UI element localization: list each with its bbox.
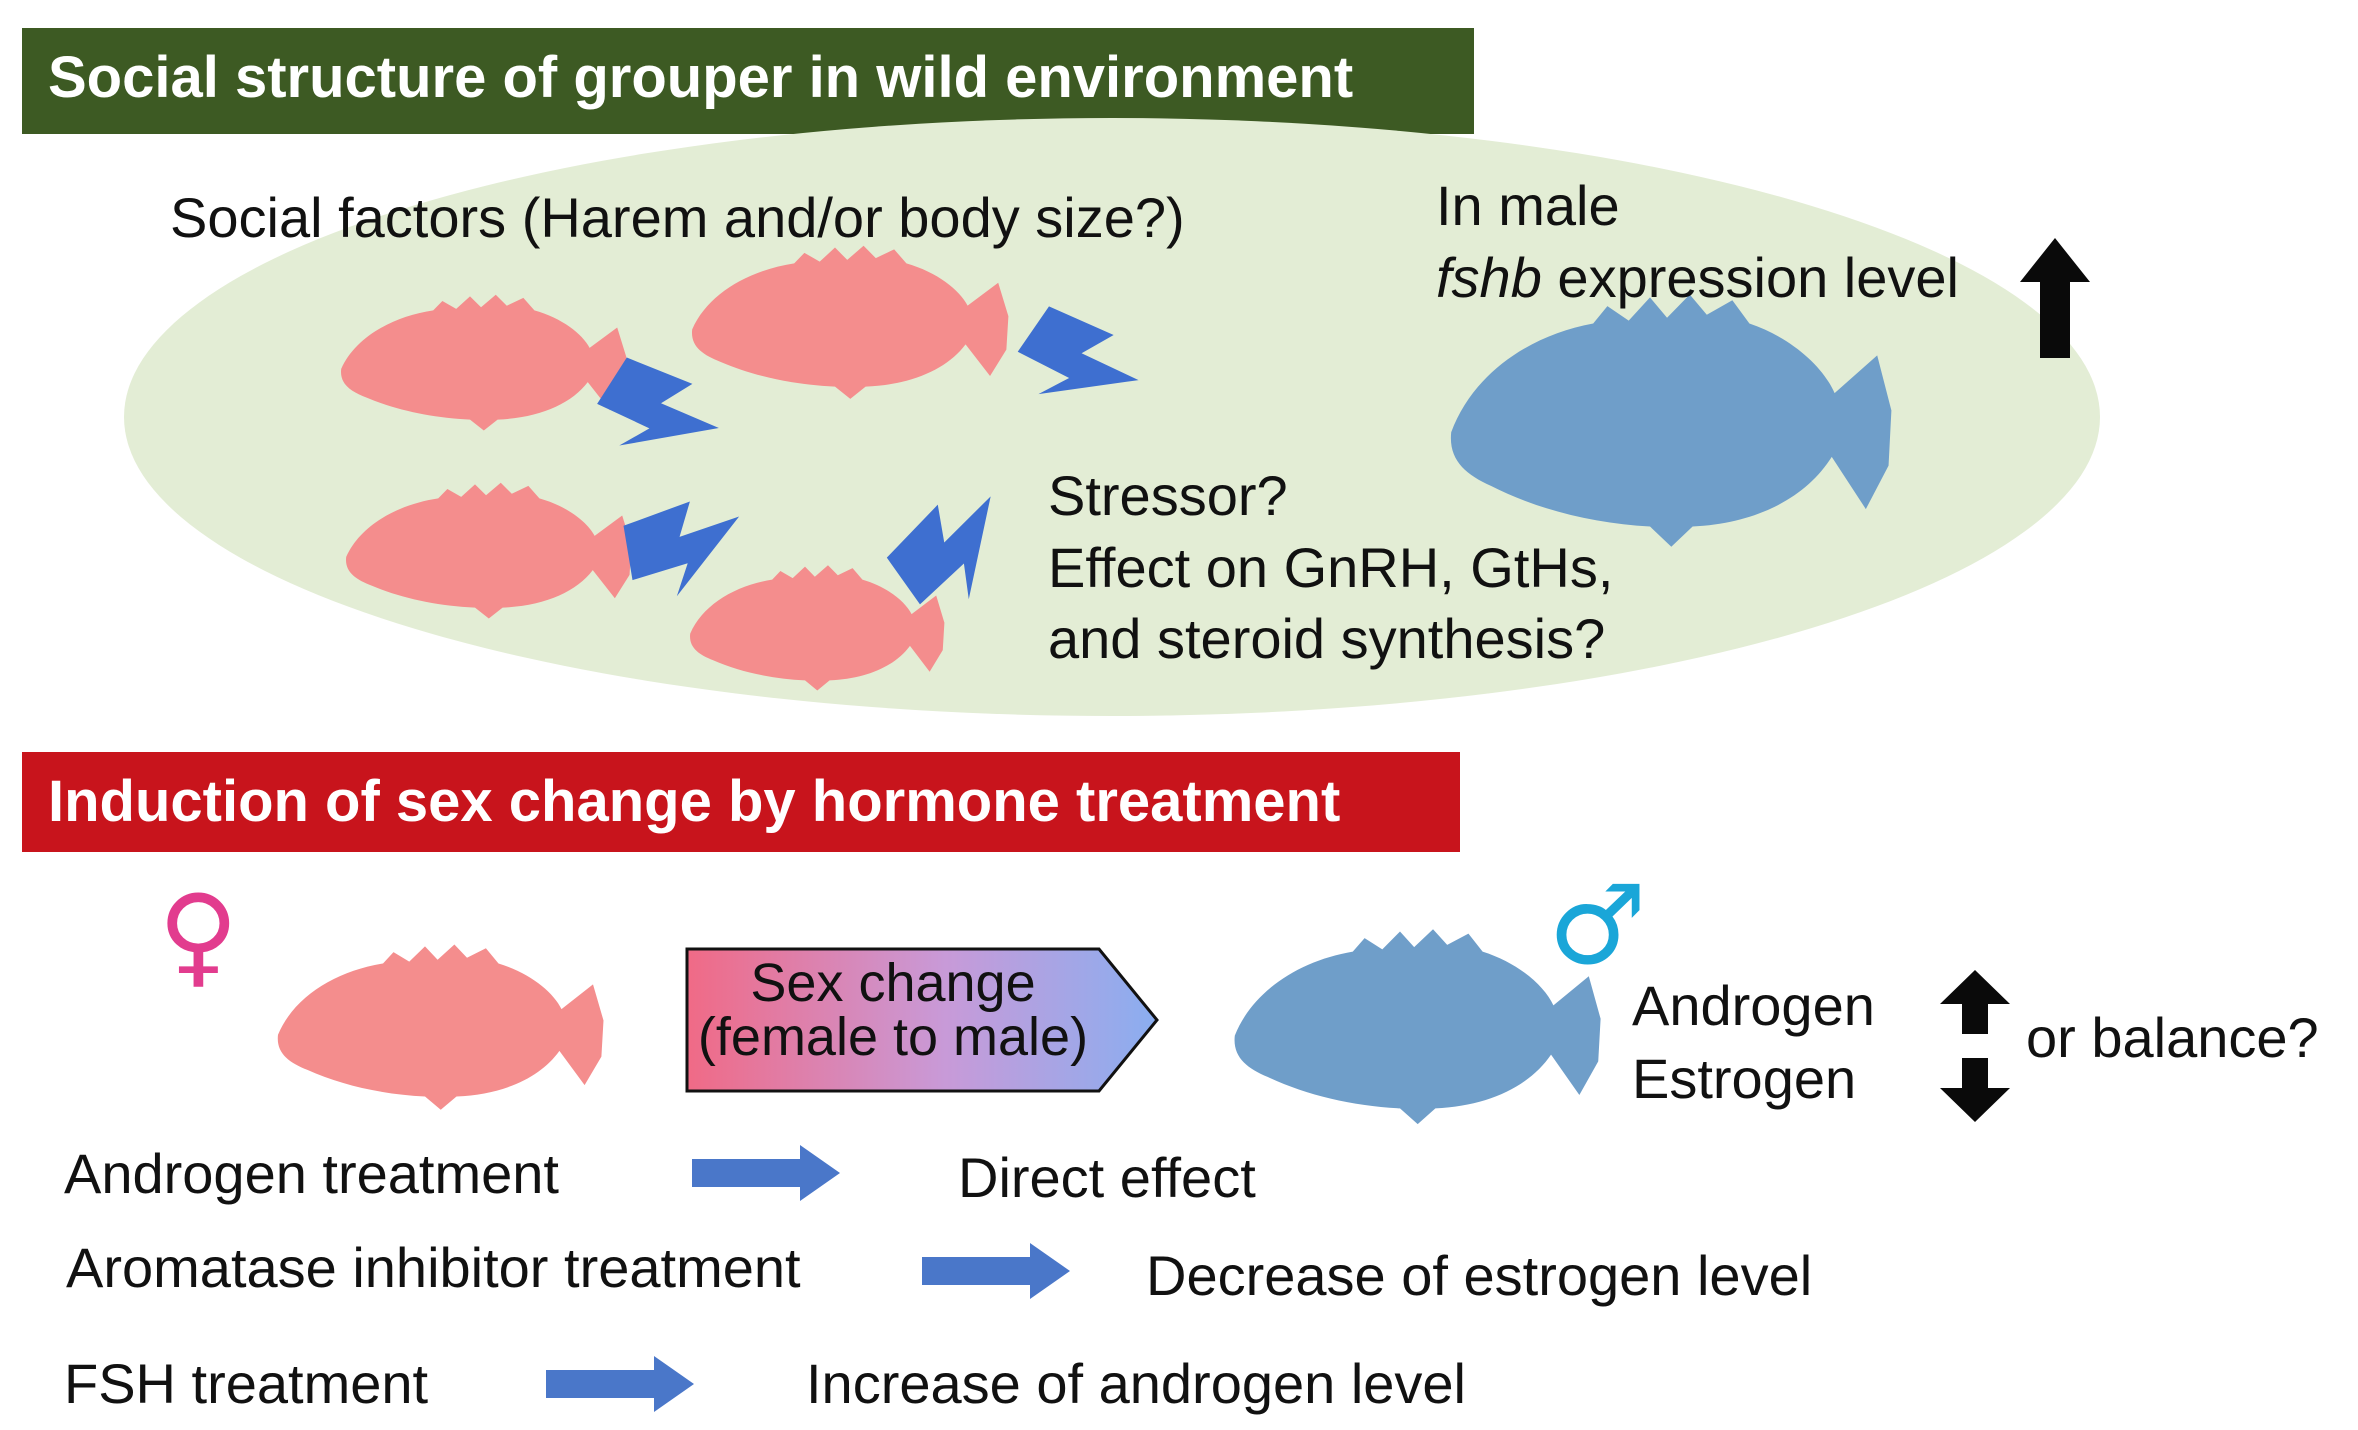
sex-change-arrow: [685, 947, 1159, 1093]
stressor-line3: and steroid synthesis?: [1048, 607, 1606, 671]
hormone-labels: Androgen Estrogen: [1632, 970, 1875, 1116]
female-symbol-icon: ♀: [158, 871, 239, 999]
lightning-icon: [618, 492, 753, 605]
male-label: In male fshb expression level: [1436, 170, 1959, 313]
estrogen-label: Estrogen: [1632, 1046, 1857, 1110]
treatment-row-1-label: Androgen treatment: [64, 1142, 559, 1205]
male-line2: fshb expression level: [1436, 242, 1959, 314]
lightning-icon: [1004, 296, 1152, 436]
right-arrow-icon: [922, 1243, 1070, 1299]
lightning-icon: [584, 347, 732, 485]
lightning-icon: [878, 475, 1033, 625]
balance-label: or balance?: [2026, 1006, 2319, 1069]
section2-title: Induction of sex change by hormone treat…: [48, 769, 1341, 834]
stressor-text: Stressor? Effect on GnRH, GtHs, and ster…: [1048, 460, 1613, 675]
female-fish-icon: [277, 944, 604, 1110]
sex-change-line2: (female to male): [697, 1007, 1089, 1067]
male-fish-icon: [1234, 929, 1601, 1125]
right-arrow-icon: [546, 1356, 694, 1412]
right-arrow-icon: [692, 1145, 840, 1201]
up-arrow-icon: [2020, 238, 2090, 358]
social-factors-label: Social factors (Harem and/or body size?): [170, 186, 1185, 249]
up-arrow-icon: [1940, 970, 2010, 1034]
treatment-row-1-effect: Direct effect: [958, 1146, 1256, 1209]
treatment-row-2-effect: Decrease of estrogen level: [1146, 1244, 1813, 1307]
section1-title: Social structure of grouper in wild envi…: [48, 45, 1354, 110]
female-fish-icon: [346, 482, 632, 619]
down-arrow-icon: [1940, 1058, 2010, 1122]
male-symbol-icon: ♂: [1548, 861, 1647, 989]
female-fish-icon: [341, 294, 627, 431]
sex-change-label: Sex change (female to male): [683, 956, 1103, 1064]
treatment-row-3-label: FSH treatment: [64, 1352, 429, 1415]
section1-banner: Social structure of grouper in wild envi…: [22, 28, 1474, 134]
stressor-line2: Effect on GnRH, GtHs,: [1048, 535, 1614, 599]
sex-change-line1: Sex change: [750, 953, 1036, 1013]
section2-banner: Induction of sex change by hormone treat…: [22, 752, 1460, 852]
treatment-row-3-effect: Increase of androgen level: [806, 1352, 1466, 1415]
male-line1: In male: [1436, 174, 1620, 237]
fshb-gene: fshb: [1436, 245, 1542, 309]
expression-level-text: expression level: [1541, 245, 1959, 309]
androgen-label: Androgen: [1632, 974, 1875, 1037]
stressor-line1: Stressor?: [1048, 464, 1288, 527]
treatment-row-2-label: Aromatase inhibitor treatment: [66, 1236, 801, 1299]
